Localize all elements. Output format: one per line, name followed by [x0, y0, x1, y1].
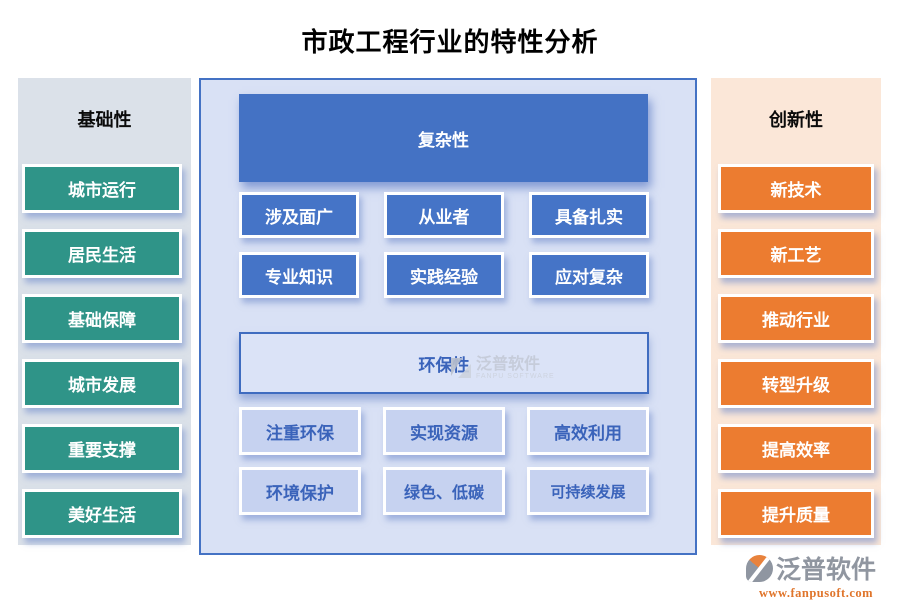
fanpu-brand-name: 泛普软件: [776, 556, 877, 584]
environment-node: 环境保护: [239, 467, 361, 515]
basic-panel-header: 基础性: [77, 110, 132, 130]
fanpu-website-url: www.fanpusoft.com: [758, 586, 874, 600]
innovation-node: 提高效率: [718, 424, 874, 473]
environment-node: 绿色、低碳: [383, 467, 505, 515]
innovation-node: 新技术: [718, 164, 874, 213]
environment-node: 实现资源: [383, 407, 505, 455]
innovation-panel-header: 创新性: [769, 110, 823, 130]
complexity-node: 实践经验: [384, 252, 504, 298]
fanpu-brand: 泛普软件 www.fanpusoft.com: [746, 550, 886, 600]
complexity-node: 应对复杂: [529, 252, 649, 298]
environment-row-2: 环境保护 绿色、低碳 可持续发展: [239, 467, 649, 515]
environment-node: 高效利用: [527, 407, 649, 455]
complexity-row-2: 专业知识 实践经验 应对复杂: [239, 252, 649, 298]
environment-header: 环保性: [239, 332, 649, 394]
complexity-header: 复杂性: [239, 94, 648, 182]
basic-node: 重要支撑: [22, 424, 182, 473]
innovation-node: 推动行业: [718, 294, 874, 343]
basic-node: 城市发展: [22, 359, 182, 408]
basic-node: 城市运行: [22, 164, 182, 213]
environment-node: 可持续发展: [527, 467, 649, 515]
page-title: 市政工程行业的特性分析: [301, 27, 599, 57]
innovation-node: 提升质量: [718, 489, 874, 538]
basic-node: 美好生活: [22, 489, 182, 538]
innovation-panel: 创新性 新技术 新工艺 推动行业 转型升级 提高效率 提升质量: [711, 78, 881, 545]
complexity-row-1: 涉及面广 从业者 具备扎实: [239, 192, 649, 238]
environment-header-label: 环保性: [418, 355, 470, 375]
innovation-node: 转型升级: [718, 359, 874, 408]
environment-node: 注重环保: [239, 407, 361, 455]
complexity-node: 具备扎实: [529, 192, 649, 238]
basic-node: 居民生活: [22, 229, 182, 278]
basic-panel: 基础性 城市运行 居民生活 基础保障 城市发展 重要支撑 美好生活: [18, 78, 191, 545]
complexity-node: 从业者: [384, 192, 504, 238]
environment-row-1: 注重环保 实现资源 高效利用: [239, 407, 649, 455]
basic-node: 基础保障: [22, 294, 182, 343]
fanpu-logo-icon: [746, 554, 773, 582]
innovation-node: 新工艺: [718, 229, 874, 278]
complexity-node: 专业知识: [239, 252, 359, 298]
complexity-node: 涉及面广: [239, 192, 359, 238]
center-panel: 复杂性 涉及面广 从业者 具备扎实 专业知识 实践经验 应对复杂 环保性 泛普软…: [199, 78, 697, 555]
